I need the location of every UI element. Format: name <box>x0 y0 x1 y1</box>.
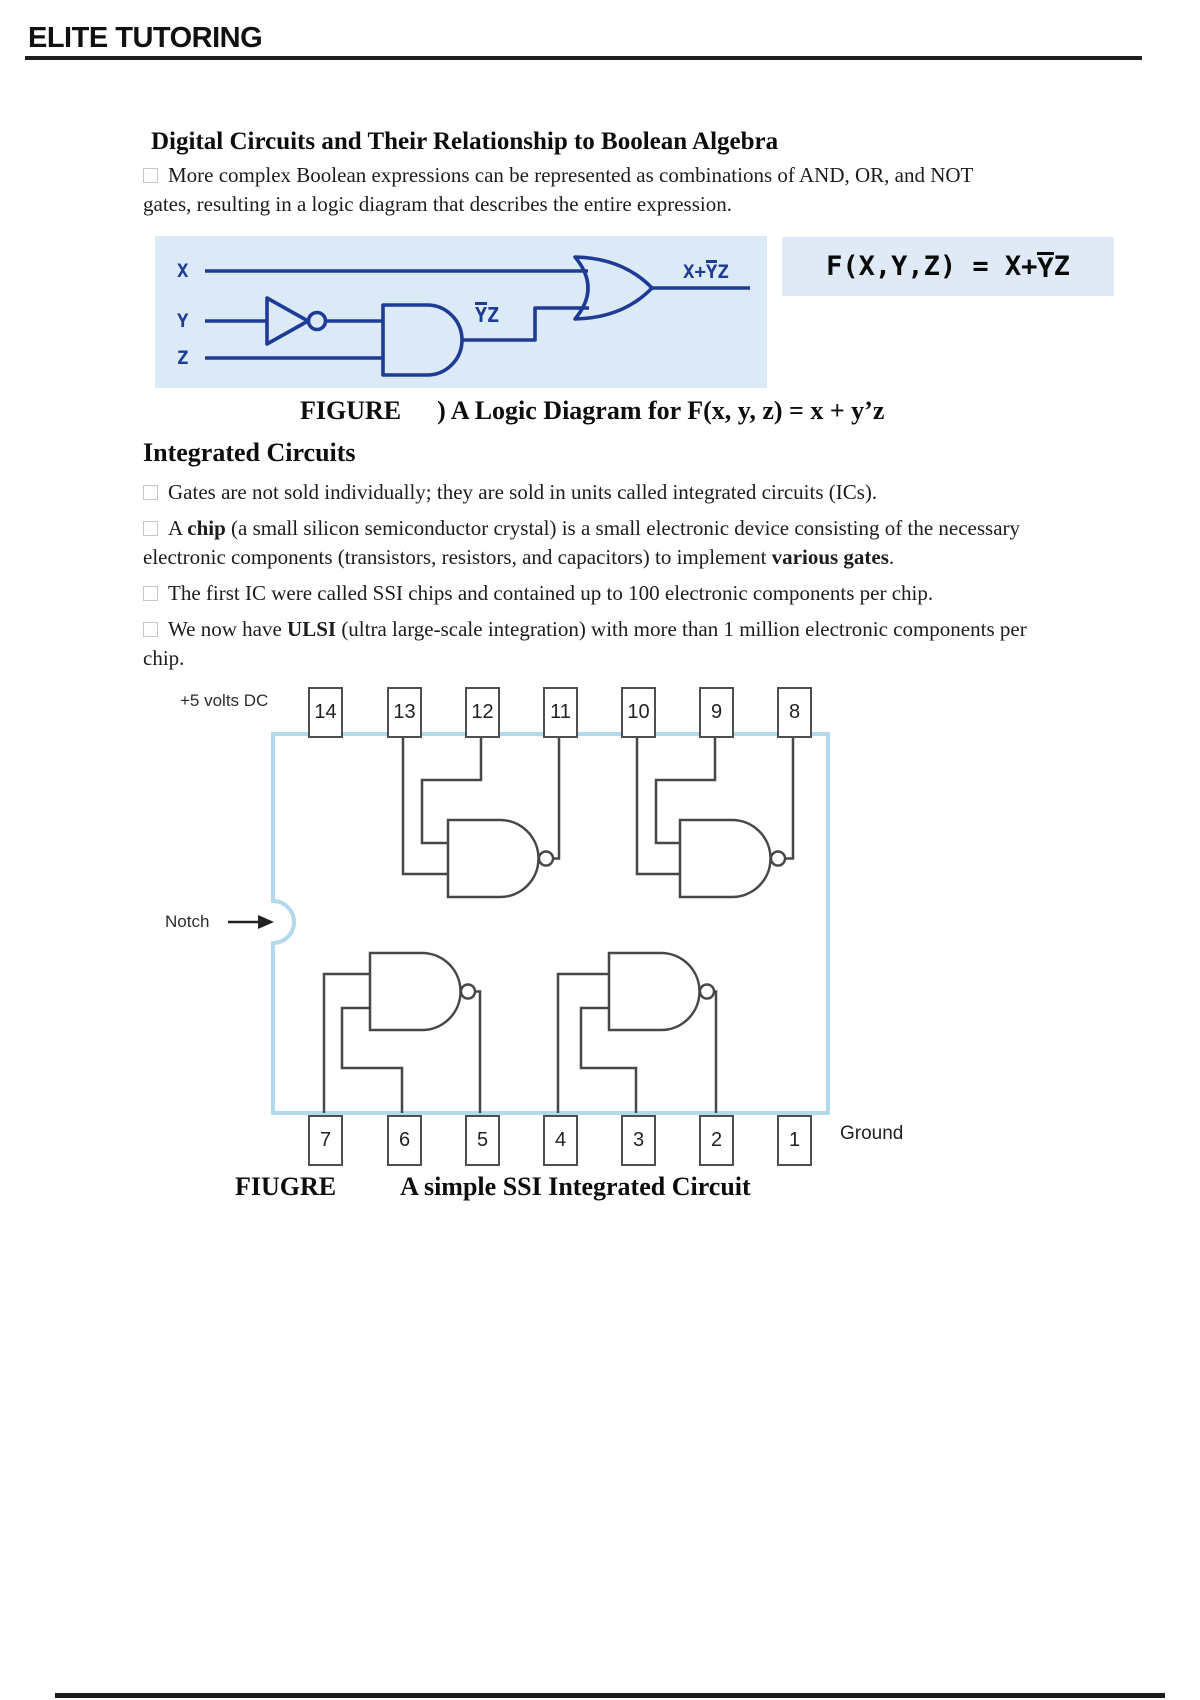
overlined-y: Y <box>475 302 488 327</box>
chip-outline <box>271 732 830 1115</box>
or-output-label: X+YZ <box>683 260 729 283</box>
bullet-text: A chip (a small silicon semiconductor cr… <box>143 516 1021 569</box>
input-label-y: Y <box>177 310 189 332</box>
nand-gate-4 <box>607 951 701 1032</box>
label-z: Z <box>717 261 729 283</box>
pin-13: 13 <box>387 687 422 738</box>
ic-diagram-svg <box>228 732 830 1115</box>
pin-5: 5 <box>465 1115 500 1166</box>
power-label: +5 volts DC <box>180 691 269 710</box>
bullet-square-icon <box>143 622 158 637</box>
not-bubble <box>306 310 328 332</box>
logic-diagram-svg <box>205 255 750 377</box>
wire-pin13 <box>401 734 448 876</box>
wire-pin3 <box>579 1006 638 1113</box>
bullet-square-icon <box>143 485 158 500</box>
wire-pin6 <box>340 1006 404 1113</box>
pin-2: 2 <box>699 1115 734 1166</box>
figure-caption-logic: FIGURE ) A Logic Diagram for F(x, y, z) =… <box>300 396 884 426</box>
pin-14: 14 <box>308 687 343 738</box>
nand-gate-1 <box>446 818 540 899</box>
formula-suffix: Z <box>1053 251 1070 282</box>
logic-diagram-canvas: X Y Z YZ X+YZ <box>155 236 767 388</box>
label-z: Z <box>487 303 500 327</box>
footer-rule <box>55 1693 1165 1698</box>
section-title: Integrated Circuits <box>143 438 356 467</box>
pin-11: 11 <box>543 687 578 738</box>
pin-9: 9 <box>699 687 734 738</box>
pin-12: 12 <box>465 687 500 738</box>
wire-pin9 <box>654 734 717 845</box>
bullet-text: Gates are not sold individually; they ar… <box>168 480 878 504</box>
bullet-item: A chip (a small silicon semiconductor cr… <box>143 514 1043 572</box>
caption-text: A simple SSI Integrated Circuit <box>400 1172 751 1201</box>
formula-prefix: F(X,Y,Z) = X+ <box>826 251 1038 282</box>
figure-caption-ic: FIUGRE A simple SSI Integrated Circuit <box>235 1172 751 1202</box>
caption-word: FIUGRE <box>235 1172 337 1201</box>
pin-1: 1 <box>777 1115 812 1166</box>
bullet-text: The first IC were called SSI chips and c… <box>168 581 934 605</box>
pin-6: 6 <box>387 1115 422 1166</box>
bullet-square-icon <box>143 586 158 601</box>
wire-pin2 <box>714 990 718 1113</box>
pin-10: 10 <box>621 687 656 738</box>
pin-4: 4 <box>543 1115 578 1166</box>
wire-pin10 <box>635 734 680 876</box>
header-rule <box>25 56 1142 60</box>
nand-gate-2 <box>678 818 772 899</box>
notch-label: Notch <box>165 912 210 931</box>
formula-overlined-y: Y <box>1037 251 1054 284</box>
paragraph-text: More complex Boolean expressions can be … <box>143 163 974 216</box>
input-label-z: Z <box>177 347 189 369</box>
bullet-item: Gates are not sold individually; they ar… <box>143 478 1043 507</box>
pin-3: 3 <box>621 1115 656 1166</box>
wire-pin4 <box>556 972 609 1113</box>
wire-pin8 <box>785 734 795 860</box>
caption-word: FIGURE <box>300 396 402 425</box>
section-digital-circuits: Digital Circuits and Their Relationship … <box>143 128 1023 219</box>
label-x-plus: X+ <box>683 261 706 283</box>
section-integrated-circuits: Integrated Circuits Gates are not sold i… <box>143 438 1043 680</box>
and-output-label: YZ <box>475 302 499 327</box>
overlined-y: Y <box>705 260 718 283</box>
wire-pin11 <box>553 734 561 860</box>
wire-pin12 <box>420 734 483 845</box>
or-gate <box>573 255 654 321</box>
and-gate <box>381 303 464 377</box>
caption-text: ) A Logic Diagram for F(x, y, z) = x + y… <box>437 396 885 425</box>
bullet-item: We now have ULSI (ultra large-scale inte… <box>143 615 1043 673</box>
wire-pin7 <box>322 972 370 1113</box>
bullet-square-icon <box>143 521 158 536</box>
pin-7: 7 <box>308 1115 343 1166</box>
brand-title: ELITE TUTORING <box>28 22 263 54</box>
wire-pin5 <box>475 990 482 1113</box>
wire-and-out <box>462 306 589 342</box>
section-title: Digital Circuits and Their Relationship … <box>151 128 779 155</box>
notch-arrow <box>228 915 274 929</box>
ic-diagram-figure: 14 13 12 11 10 9 8 7 6 5 4 3 2 1 +5 volt… <box>140 675 980 1175</box>
not-gate <box>265 296 310 346</box>
pin-8: 8 <box>777 687 812 738</box>
bullet-square-icon <box>143 168 158 183</box>
nand-gate-3 <box>368 951 462 1032</box>
bullet-text: We now have ULSI (ultra large-scale inte… <box>143 617 1027 670</box>
input-label-x: X <box>177 260 189 282</box>
section-paragraph: More complex Boolean expressions can be … <box>143 161 1023 219</box>
ground-label: Ground <box>840 1123 904 1144</box>
bullet-item: The first IC were called SSI chips and c… <box>143 579 1043 608</box>
